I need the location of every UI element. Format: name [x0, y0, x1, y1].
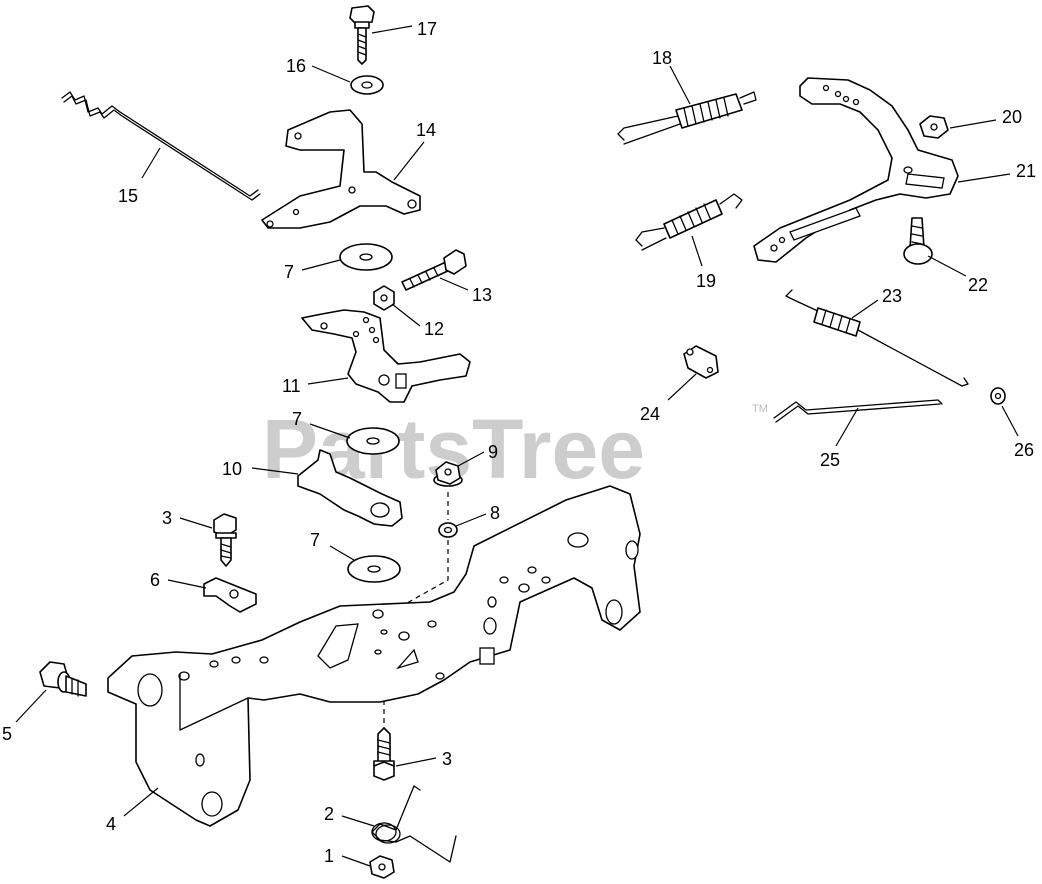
part-26-pushnut[interactable]	[990, 387, 1006, 405]
callout-3-b: 3	[442, 749, 452, 769]
part-7-washer-c[interactable]	[347, 555, 401, 583]
callout-16: 16	[286, 56, 306, 76]
part-23-spring[interactable]	[785, 289, 969, 387]
callout-15: 15	[118, 186, 138, 206]
part-10-arm[interactable]	[297, 449, 403, 527]
part-4-control-plate[interactable]	[107, 485, 641, 827]
part-19-spring[interactable]	[635, 193, 743, 251]
callout-19: 19	[696, 271, 716, 291]
part-12-nut[interactable]	[373, 285, 395, 311]
part-21-arm[interactable]	[753, 77, 959, 263]
part-6-clip[interactable]	[203, 577, 257, 613]
part-3-screw-upper[interactable]	[213, 513, 237, 567]
callout-10: 10	[222, 459, 242, 479]
callout-9: 9	[488, 442, 498, 462]
part-22-bolt[interactable]	[903, 217, 933, 265]
part-25-rod[interactable]	[773, 399, 943, 423]
callout-26: 26	[1014, 440, 1034, 460]
part-3-screw-lower[interactable]	[373, 727, 395, 781]
watermark-trademark: TM	[752, 403, 768, 415]
leader-lines	[15, 25, 1019, 867]
callout-14: 14	[416, 120, 436, 140]
part-7-washer-b[interactable]	[346, 427, 400, 455]
callout-4: 4	[106, 814, 116, 834]
part-15-rod[interactable]	[61, 91, 261, 201]
part-7-washer-a[interactable]	[339, 243, 393, 271]
callout-7-c: 7	[310, 530, 320, 550]
callout-18: 18	[652, 48, 672, 68]
callout-7-a: 7	[284, 262, 294, 282]
callout-24: 24	[640, 404, 660, 424]
callout-20: 20	[1002, 107, 1022, 127]
part-8-lockwasher[interactable]	[438, 522, 458, 538]
callout-25: 25	[820, 450, 840, 470]
callout-13: 13	[472, 285, 492, 305]
alignment-line	[383, 492, 449, 617]
part-14-bracket[interactable]	[261, 109, 421, 229]
callout-12: 12	[424, 319, 444, 339]
callout-23: 23	[882, 286, 902, 306]
part-18-spring[interactable]	[617, 91, 757, 145]
callout-3-a: 3	[162, 508, 172, 528]
part-1-nut[interactable]	[369, 855, 395, 879]
part-13-bolt[interactable]	[401, 249, 467, 291]
callout-11: 11	[282, 376, 301, 396]
callout-5: 5	[2, 724, 12, 744]
callout-22: 22	[968, 275, 988, 295]
callout-7-b: 7	[292, 409, 302, 429]
callout-2: 2	[324, 804, 334, 824]
callout-17: 17	[417, 19, 437, 39]
part-20-nut[interactable]	[919, 115, 949, 139]
part-9-nut[interactable]	[433, 461, 463, 487]
part-16-washer[interactable]	[350, 75, 384, 95]
part-11-lever[interactable]	[301, 309, 471, 403]
callout-1: 1	[324, 846, 334, 866]
part-17-bolt[interactable]	[349, 5, 375, 65]
part-2-spring[interactable]	[371, 785, 457, 863]
callout-21: 21	[1016, 161, 1036, 181]
part-5-bolt[interactable]	[39, 661, 87, 697]
callout-6: 6	[150, 570, 160, 590]
part-24-clamp[interactable]	[683, 345, 719, 379]
callout-8: 8	[490, 503, 500, 523]
